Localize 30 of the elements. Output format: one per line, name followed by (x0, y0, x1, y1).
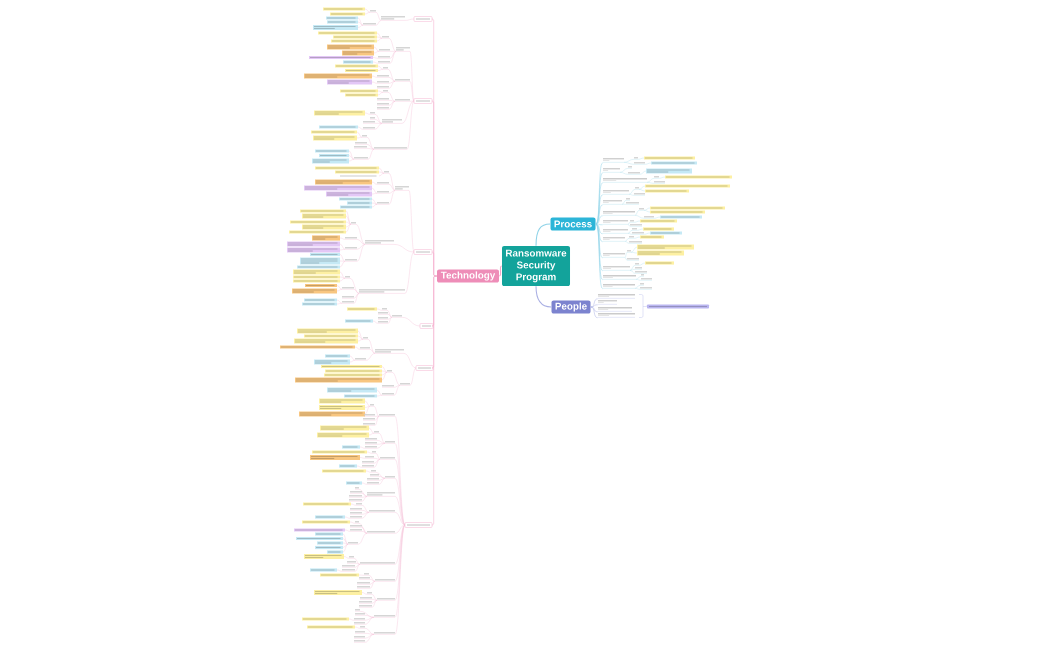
note-box (647, 304, 709, 309)
topic-bar (597, 307, 633, 312)
branch-line (498, 265, 503, 277)
branch-line (535, 223, 551, 247)
branch-box: Process (550, 217, 596, 231)
branch-line (590, 306, 598, 319)
topic-box (413, 249, 433, 255)
topic-bar (597, 300, 618, 305)
central-topic-box: Ransomware Security Program (502, 246, 570, 286)
topic-bar (597, 313, 636, 318)
topic-bar (597, 294, 636, 299)
branch-line (595, 204, 603, 225)
topic-box (413, 16, 433, 22)
branch-line (595, 223, 603, 243)
topic-box (419, 323, 434, 329)
topic-box (415, 365, 434, 371)
branch-line (595, 215, 603, 225)
branch-line (535, 285, 552, 308)
branch-line (590, 306, 598, 313)
branch-box: Technology (437, 269, 499, 283)
branch-line (595, 223, 603, 235)
branch-line (431, 251, 437, 277)
branch-line (590, 304, 598, 308)
branch-line (431, 275, 437, 526)
branch-line (595, 182, 603, 225)
topic-box (413, 98, 433, 104)
topic-box (404, 522, 433, 528)
branch-line (595, 223, 603, 226)
branch-box: People (551, 300, 591, 314)
branch-line (590, 298, 598, 308)
